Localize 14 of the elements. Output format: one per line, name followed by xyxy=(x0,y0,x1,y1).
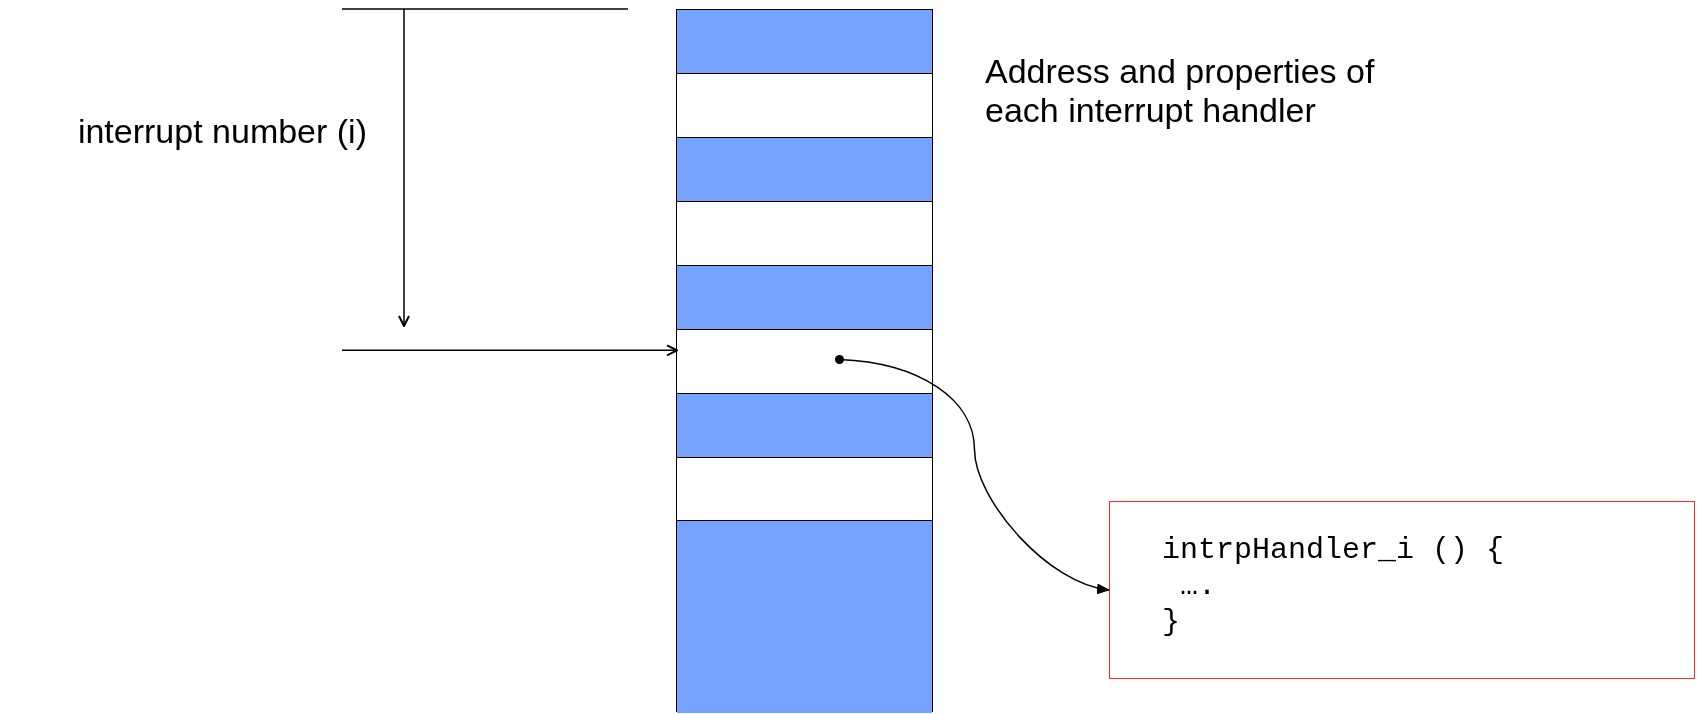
arrow xyxy=(341,344,678,357)
table-row xyxy=(677,137,932,201)
code-line: …. xyxy=(1179,568,1217,604)
table-box xyxy=(676,9,933,712)
code-box xyxy=(1109,501,1695,679)
dot-marker xyxy=(835,355,844,364)
table-row xyxy=(677,265,932,329)
table-row xyxy=(677,393,932,457)
text-label: Address and properties of each interrupt handler xyxy=(985,52,1376,130)
text-label: interrupt number (i) xyxy=(76,112,367,151)
code-line: } xyxy=(1162,604,1181,640)
table-row xyxy=(677,10,932,73)
table-row xyxy=(677,520,932,713)
code-line: intrpHandler_i () { xyxy=(1162,532,1506,568)
